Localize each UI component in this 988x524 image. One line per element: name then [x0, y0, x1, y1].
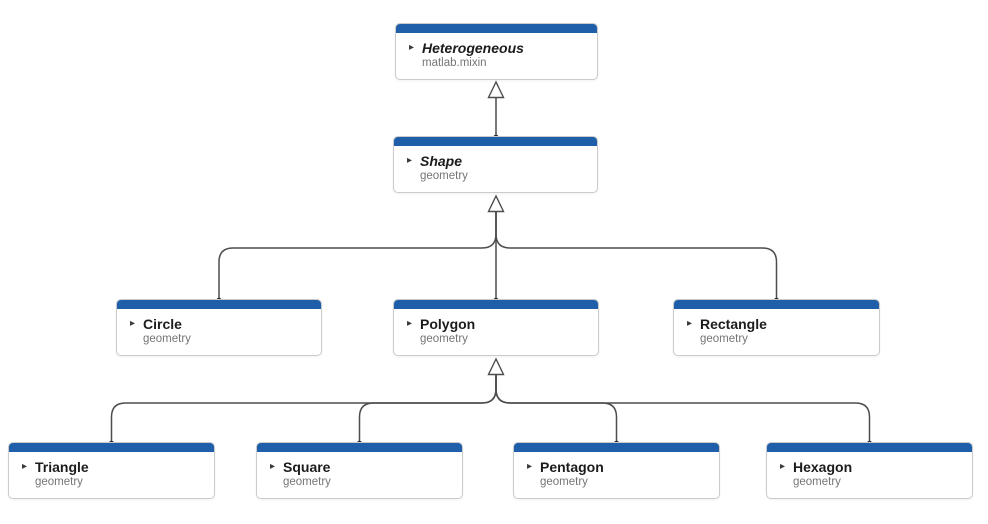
edge-line[interactable] [495, 212, 778, 299]
expand-arrow-icon[interactable]: ▸ [130, 318, 136, 329]
inheritance-arrowhead-icon[interactable] [487, 194, 505, 213]
edge-circle-to-shape[interactable] [216, 212, 497, 304]
edge-line[interactable] [110, 375, 497, 442]
edge-line[interactable] [495, 375, 871, 442]
expand-arrow-icon[interactable]: ▸ [409, 42, 415, 53]
class-node-circle[interactable]: ▸ Circle geometry [116, 299, 322, 356]
edge-triangle-to-polygon[interactable] [108, 375, 497, 447]
expand-arrow-icon[interactable]: ▸ [687, 318, 693, 329]
node-header-bar [396, 24, 597, 33]
package-label: matlab.mixin [422, 57, 487, 69]
edge-hexagon-to-polygon[interactable] [487, 357, 873, 447]
edge-rectangle-to-shape[interactable] [487, 194, 780, 304]
edge-pentagon-to-polygon[interactable] [495, 375, 620, 447]
edge-line[interactable] [218, 212, 497, 299]
class-title: Heterogeneous [422, 40, 524, 56]
edge-square-to-polygon[interactable] [356, 375, 497, 447]
inheritance-arrowhead-icon[interactable] [487, 357, 505, 376]
edge-line[interactable] [495, 375, 618, 442]
class-node-polygon[interactable]: ▸ Polygon geometry [393, 299, 599, 356]
package-label: geometry [35, 476, 83, 488]
class-title: Hexagon [793, 459, 853, 475]
node-header-bar [674, 300, 879, 309]
node-header-bar [257, 443, 462, 452]
node-header-bar [394, 300, 598, 309]
class-title: Pentagon [540, 459, 604, 475]
class-node-square[interactable]: ▸ Square geometry [256, 442, 463, 499]
expand-arrow-icon[interactable]: ▸ [407, 318, 413, 329]
expand-arrow-icon[interactable]: ▸ [407, 155, 413, 166]
package-label: geometry [283, 476, 331, 488]
expand-arrow-icon[interactable]: ▸ [22, 461, 28, 472]
edge-shape-to-heterogeneous[interactable] [487, 80, 505, 141]
class-title: Circle [143, 316, 182, 332]
package-label: geometry [420, 170, 468, 182]
node-header-bar [117, 300, 321, 309]
class-title: Polygon [420, 316, 476, 332]
package-label: geometry [420, 333, 468, 345]
package-label: geometry [700, 333, 748, 345]
class-node-pentagon[interactable]: ▸ Pentagon geometry [513, 442, 720, 499]
class-title: Triangle [35, 459, 89, 475]
expand-arrow-icon[interactable]: ▸ [780, 461, 786, 472]
package-label: geometry [540, 476, 588, 488]
node-header-bar [394, 137, 597, 146]
node-header-bar [767, 443, 972, 452]
class-node-triangle[interactable]: ▸ Triangle geometry [8, 442, 215, 499]
class-title: Rectangle [700, 316, 767, 332]
node-header-bar [9, 443, 214, 452]
class-title: Shape [420, 153, 463, 169]
class-node-shape[interactable]: ▸ Shape geometry [393, 136, 598, 193]
class-node-hexagon[interactable]: ▸ Hexagon geometry [766, 442, 973, 499]
edge-line[interactable] [358, 375, 497, 442]
expand-arrow-icon[interactable]: ▸ [270, 461, 276, 472]
package-label: geometry [793, 476, 841, 488]
package-label: geometry [143, 333, 191, 345]
class-title: Square [283, 459, 331, 475]
expand-arrow-icon[interactable]: ▸ [527, 461, 533, 472]
class-node-rectangle[interactable]: ▸ Rectangle geometry [673, 299, 880, 356]
node-header-bar [514, 443, 719, 452]
class-node-heterogeneous[interactable]: ▸ Heterogeneous matlab.mixin [395, 23, 598, 80]
inheritance-arrowhead-icon[interactable] [487, 80, 505, 99]
